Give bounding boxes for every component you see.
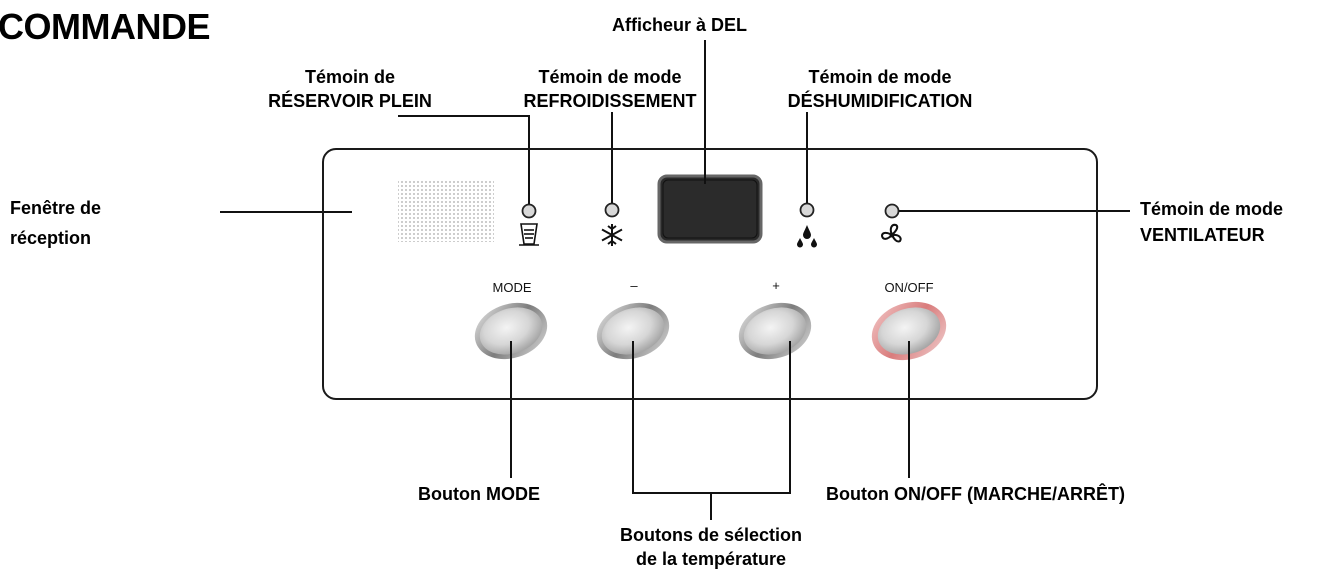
mode-button-label: MODE [492, 280, 532, 295]
label-fan-mode-1: Témoin de mode [1140, 199, 1284, 219]
label-dehum-mode-1: Témoin de mode [808, 67, 952, 87]
label-dehum-mode-2: DÉSHUMIDIFICATION [787, 91, 973, 111]
label-cool-mode-2: REFROIDISSEMENT [523, 91, 697, 111]
label-receiver-1: Fenêtre de [10, 198, 102, 218]
snowflake-icon [601, 224, 623, 246]
plus-button[interactable] [740, 305, 810, 357]
control-panel [322, 148, 1098, 400]
label-onoff-button: Bouton ON/OFF (MARCHE/ARRÊT) [826, 484, 1125, 504]
label-fan-mode-2: VENTILATEUR [1140, 225, 1265, 245]
mode-button[interactable] [476, 305, 546, 357]
mode-button-shape [474, 302, 548, 360]
label-tank-full-2: RÉSERVOIR PLEIN [268, 91, 432, 111]
droplets-icon [797, 225, 817, 248]
minus-button-shape [596, 302, 670, 360]
label-temp-buttons-1: Boutons de sélection [619, 525, 803, 545]
dehum-led [799, 202, 815, 218]
label-temp-buttons-2: de la température [635, 549, 787, 569]
onoff-button[interactable] [873, 305, 945, 359]
receiver-window [398, 180, 494, 242]
label-receiver-2: réception [10, 228, 92, 248]
fan-icon [880, 223, 902, 243]
label-cool-mode-1: Témoin de mode [538, 67, 682, 87]
plus-button-label: + [772, 278, 780, 293]
minus-button[interactable] [598, 305, 668, 357]
onoff-button-shape [871, 301, 947, 361]
fan-led [884, 203, 900, 219]
minus-button-label: – [630, 278, 638, 293]
label-mode-button: Bouton MODE [418, 484, 540, 504]
water-tank-icon [519, 223, 539, 246]
page-title: COMMANDE [0, 6, 210, 47]
tank-led [521, 203, 537, 219]
onoff-button-label: ON/OFF [884, 280, 934, 295]
cool-led [604, 202, 620, 218]
label-tank-full-1: Témoin de [304, 67, 395, 87]
label-led-display: Afficheur à DEL [612, 15, 748, 35]
